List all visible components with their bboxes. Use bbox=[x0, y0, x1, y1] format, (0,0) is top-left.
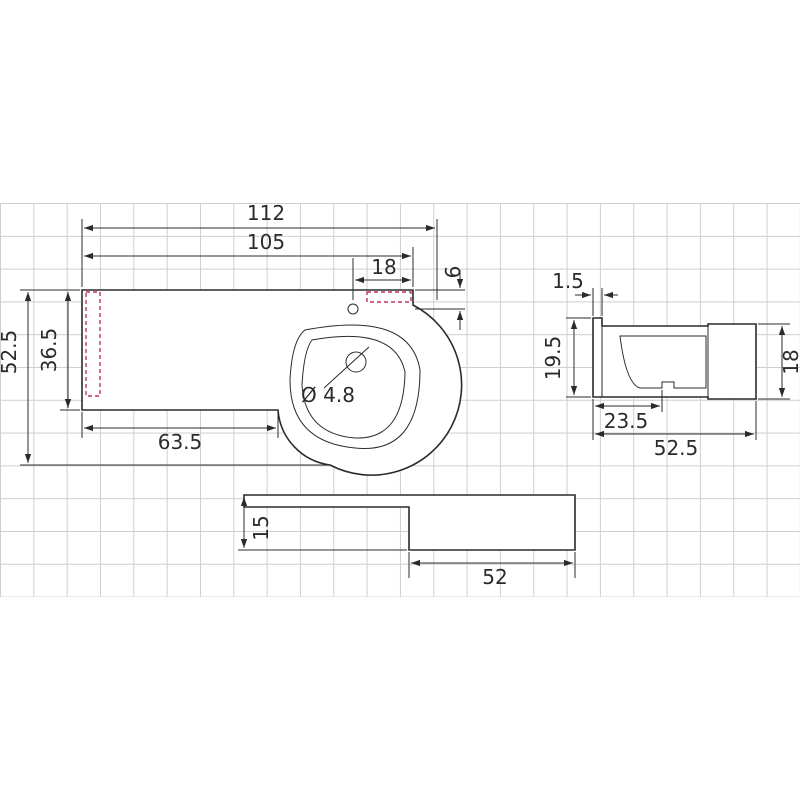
dimension-19-5: 19.5 bbox=[541, 317, 591, 398]
front-view-outline bbox=[243, 494, 576, 551]
dimension-1-5: 1.5 bbox=[552, 269, 618, 316]
side-view bbox=[592, 317, 757, 400]
dimension-112: 112 bbox=[81, 201, 438, 300]
dimension-1-5-label: 1.5 bbox=[552, 269, 584, 293]
basin-inner-bowl bbox=[301, 335, 406, 439]
dimension-105: 105 bbox=[84, 230, 414, 287]
dimension-18-top: 18 bbox=[352, 255, 411, 300]
hidden-edge-tap bbox=[366, 291, 412, 303]
dimension-52-front-label: 52 bbox=[482, 565, 507, 589]
dimension-36-5: 36.5 bbox=[37, 292, 80, 411]
front-view bbox=[243, 494, 576, 551]
dimension-6-label: 6 bbox=[441, 266, 465, 279]
side-view-outline bbox=[592, 317, 757, 400]
dimension-23-5: 23.5 bbox=[592, 390, 663, 440]
dimension-36-5-label: 36.5 bbox=[37, 328, 61, 373]
dimension-112-label: 112 bbox=[247, 201, 285, 225]
hidden-edge-left bbox=[85, 291, 101, 397]
drain-hole bbox=[345, 351, 367, 373]
top-view-outline bbox=[81, 289, 463, 476]
side-view-bowl bbox=[619, 335, 707, 389]
dimension-15: 15 bbox=[238, 497, 407, 551]
drain-leader bbox=[323, 346, 370, 389]
dimension-15-label: 15 bbox=[249, 515, 273, 540]
dimension-52-front: 52 bbox=[408, 552, 576, 589]
dimension-52-5-side: 52.5 bbox=[595, 401, 757, 460]
dimension-23-5-label: 23.5 bbox=[604, 409, 649, 433]
dimension-19-5-label: 19.5 bbox=[541, 336, 565, 381]
top-view bbox=[81, 289, 463, 476]
dimension-63-5: 63.5 bbox=[81, 412, 279, 454]
dimension-63-5-label: 63.5 bbox=[158, 430, 203, 454]
drain-diameter-label: Ø 4.8 bbox=[301, 383, 355, 407]
dimension-52-5-left-label: 52.5 bbox=[0, 330, 21, 375]
basin-outer-rim bbox=[289, 324, 421, 450]
dimension-18-top-label: 18 bbox=[371, 255, 396, 279]
dimension-18-side: 18 bbox=[758, 323, 800, 400]
tap-hole bbox=[347, 303, 359, 315]
dimension-52-5-left: 52.5 bbox=[0, 289, 328, 466]
dimension-6: 6 bbox=[415, 266, 465, 330]
dimension-18-side-label: 18 bbox=[779, 349, 800, 374]
dimension-105-label: 105 bbox=[247, 230, 285, 254]
dimension-52-5-side-label: 52.5 bbox=[654, 436, 699, 460]
